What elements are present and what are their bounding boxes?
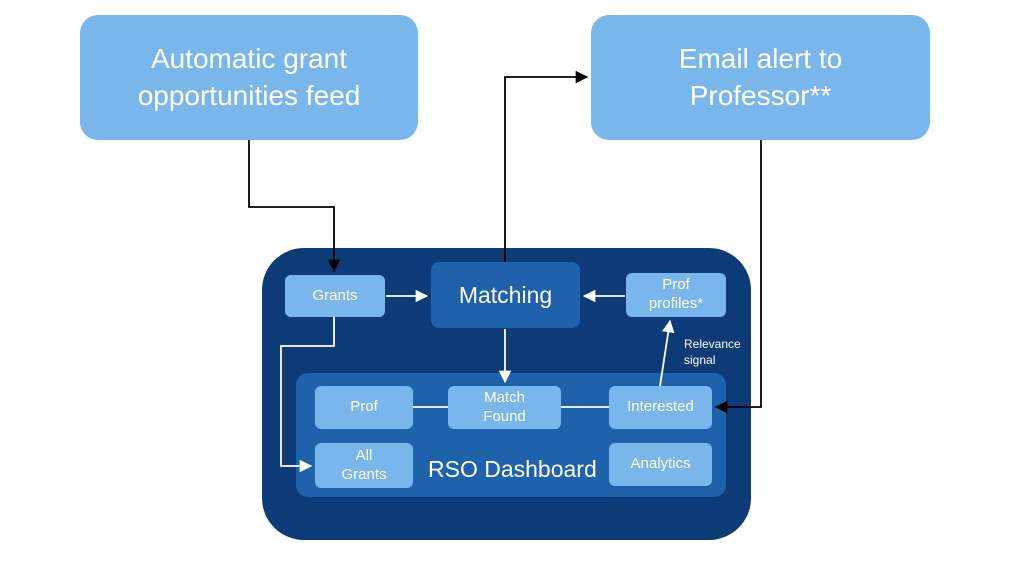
- matching-box: Matching: [431, 262, 580, 328]
- dashboard-title: RSO Dashboard: [428, 456, 597, 482]
- all-grants-box: All Grants: [315, 443, 413, 488]
- arrow-feed-to-grants: [248, 140, 341, 273]
- arrow-grants-to-all-grants: [280, 317, 335, 473]
- match-found-box: Match Found: [448, 386, 561, 429]
- grants-box: Grants: [285, 275, 385, 317]
- prof-box: Prof: [315, 386, 413, 429]
- arrow-email-to-interested: [714, 140, 762, 414]
- grant-feed-box: Automatic grant opportunities feed: [80, 15, 418, 140]
- email-alert-box: Email alert to Professor**: [591, 15, 930, 140]
- arrow-interested-to-profiles: [659, 319, 675, 387]
- arrow-matching-to-email: [504, 70, 589, 262]
- relevance-signal-label: Relevance signal: [684, 337, 741, 368]
- analytics-box: Analytics: [609, 443, 712, 486]
- prof-profiles-box: Prof profiles*: [626, 273, 726, 317]
- interested-box: Interested: [609, 386, 712, 429]
